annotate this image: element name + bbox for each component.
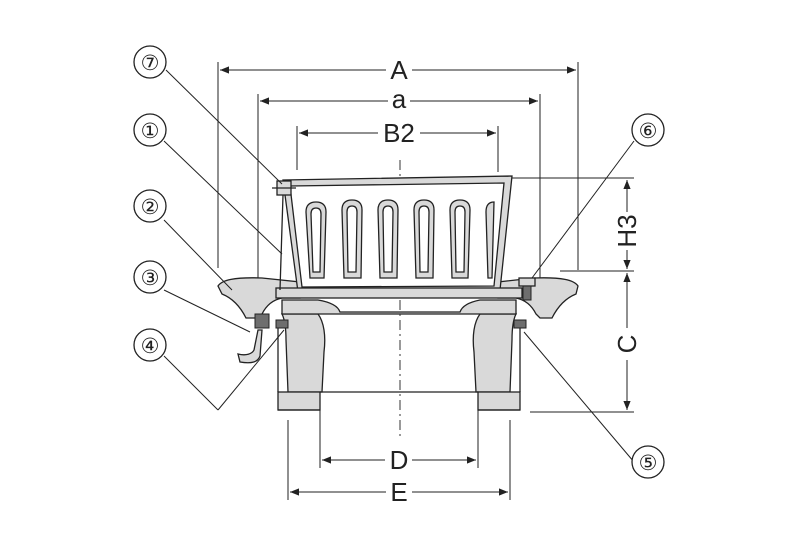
callout-1-label: ①: [141, 120, 160, 143]
extension-lines: [217, 62, 634, 500]
leader-lines: [163, 69, 635, 463]
callout-6: ⑥: [631, 113, 665, 147]
dim-E-label: E: [390, 477, 407, 507]
bolt-left: [272, 180, 296, 291]
callout-7-label: ⑦: [141, 52, 160, 75]
dimension-lines: [220, 66, 631, 496]
dim-a-label: a: [392, 84, 407, 114]
callout-4-label: ④: [141, 335, 160, 358]
grate: [275, 175, 523, 299]
callout-2-label: ②: [141, 196, 160, 219]
dim-D-label: D: [390, 445, 409, 475]
callout-1: ①: [133, 113, 167, 147]
callout-3-label: ③: [141, 267, 160, 290]
lock-screw-right: [518, 277, 536, 301]
dim-A-label: A: [390, 55, 408, 85]
dim-H3-label: H3: [612, 214, 642, 247]
callout-3: ③: [133, 260, 167, 294]
dim-C-label: C: [612, 335, 642, 354]
callout-2: ②: [133, 189, 167, 223]
dim-B2-label: B2: [383, 118, 415, 148]
callout-6-label: ⑥: [639, 120, 658, 143]
callout-4: ④: [133, 328, 167, 362]
grate-slots: [305, 199, 495, 279]
callout-7: ⑦: [133, 45, 167, 79]
clamp-detail-left: [237, 313, 527, 364]
callout-5-label: ⑤: [639, 452, 658, 475]
callout-5: ⑤: [631, 445, 665, 479]
